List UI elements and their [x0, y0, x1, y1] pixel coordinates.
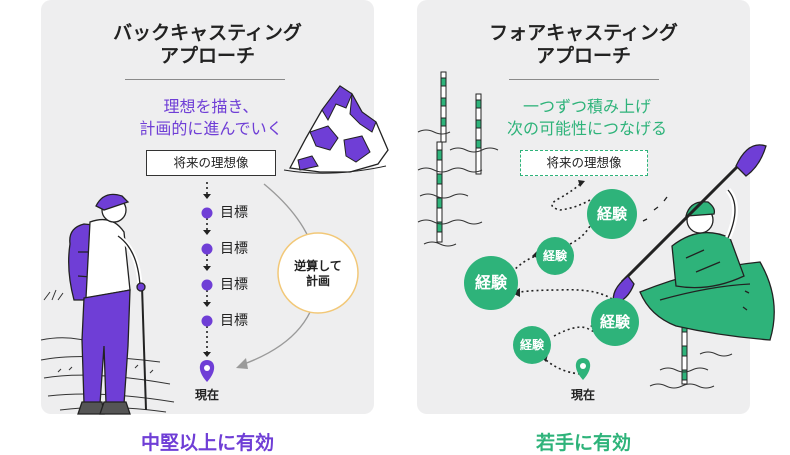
experience-bubble: 経験	[591, 298, 639, 346]
forecasting-subtitle: 一つずつ積み上げ 次の可能性につなげる	[506, 97, 667, 138]
title-divider	[509, 79, 659, 80]
future-vision-box: 将来の理想像	[520, 150, 648, 176]
forecasting-path	[511, 183, 617, 375]
backcasting-title: バックキャスティング アプローチ	[113, 22, 302, 67]
goal-label: 目標	[220, 277, 248, 293]
present-label: 現在	[195, 388, 220, 402]
goal-label: 目標	[220, 241, 248, 257]
present-label: 現在	[571, 388, 596, 402]
water-ripples	[417, 129, 733, 389]
hiker-illustration	[68, 193, 147, 415]
forecasting-caption: 若手に有効	[535, 432, 631, 454]
mountain-illustration	[283, 85, 389, 174]
backcasting-caption: 中堅以上に有効	[140, 432, 274, 454]
experience-bubble: 経験	[513, 326, 551, 364]
location-pin-icon	[199, 360, 215, 382]
location-pin-icon	[575, 358, 591, 380]
future-vision-box: 将来の理想像	[146, 150, 276, 176]
goal-dot	[201, 279, 213, 291]
experience-bubble: 経験	[536, 237, 574, 275]
goal-dot	[201, 207, 213, 219]
down-arrowheads	[203, 194, 211, 357]
experience-bubble: 経験	[587, 189, 637, 239]
experience-bubble: 経験	[464, 256, 518, 310]
backcast-label: 逆算して 計画	[294, 259, 342, 288]
slalom-poles	[436, 71, 688, 385]
kayaker-illustration	[612, 144, 775, 341]
title-divider	[125, 79, 285, 80]
goal-label: 目標	[220, 205, 248, 221]
goal-markers	[201, 207, 213, 327]
goal-label: 目標	[220, 313, 248, 329]
goal-dot	[201, 243, 213, 255]
backcast-badge	[277, 232, 359, 314]
forecasting-title: フォアキャスティング アプローチ	[489, 22, 678, 67]
backcasting-subtitle: 理想を描き、 計画的に進んでいく	[139, 97, 283, 138]
goal-dot	[201, 315, 213, 327]
backcast-curve	[236, 183, 359, 369]
